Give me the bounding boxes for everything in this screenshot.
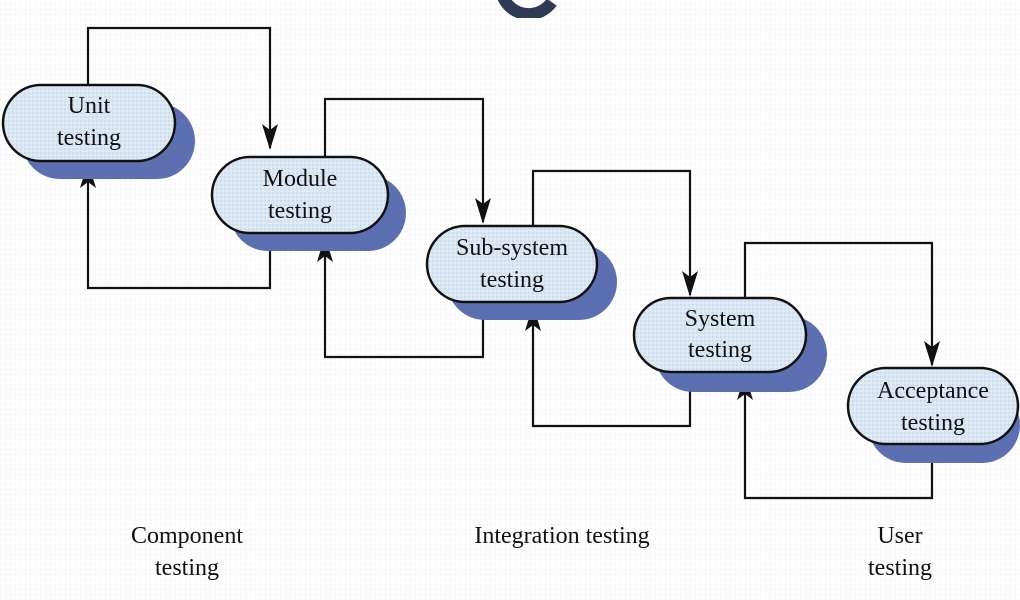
- svg-text:Integration testing: Integration testing: [474, 523, 649, 549]
- stage-acceptance: Acceptance testing: [846, 366, 1020, 463]
- stage-label: testing: [901, 410, 965, 436]
- arrow-module-to-subsystem: [323, 97, 485, 222]
- arrow-module-to-unit: [86, 165, 272, 290]
- svg-text:testing: testing: [868, 555, 932, 581]
- arrowhead-module-top: [262, 124, 278, 150]
- stage-label: Unit: [68, 93, 111, 119]
- stage-label: testing: [480, 267, 544, 293]
- arrow-subsystem-to-module: [323, 238, 485, 359]
- stage-label: Module: [263, 166, 338, 192]
- caption-integration-testing: Integration testing: [474, 523, 649, 549]
- arrow-system-to-subsystem: [531, 307, 692, 428]
- svg-text:User: User: [877, 523, 922, 549]
- arrow-unit-to-module: [86, 26, 272, 148]
- stage-label: Sub-system: [456, 235, 568, 261]
- caption-user-testing: User testing: [868, 523, 932, 581]
- stage-label: testing: [268, 198, 332, 224]
- stage-label: testing: [688, 337, 752, 363]
- caption-component-testing: Component testing: [131, 523, 243, 581]
- stage-subsystem: Sub-system testing: [425, 224, 617, 320]
- stage-label: Acceptance: [877, 378, 989, 404]
- svg-text:Component: Component: [131, 523, 243, 549]
- stage-unit: Unit testing: [1, 83, 195, 179]
- arrow-system-to-acceptance: [743, 241, 934, 365]
- stage-module: Module testing: [210, 155, 406, 251]
- arrow-acceptance-to-system: [743, 376, 934, 500]
- arrowhead-acceptance-top: [924, 341, 940, 367]
- arrow-subsystem-to-system: [531, 169, 692, 295]
- stage-label: testing: [57, 125, 121, 151]
- arrowhead-subsystem-top: [475, 198, 491, 224]
- stage-label: System: [685, 306, 756, 332]
- arrowhead-system-top: [682, 271, 698, 297]
- svg-text:testing: testing: [155, 555, 219, 581]
- stage-system: System testing: [632, 296, 827, 392]
